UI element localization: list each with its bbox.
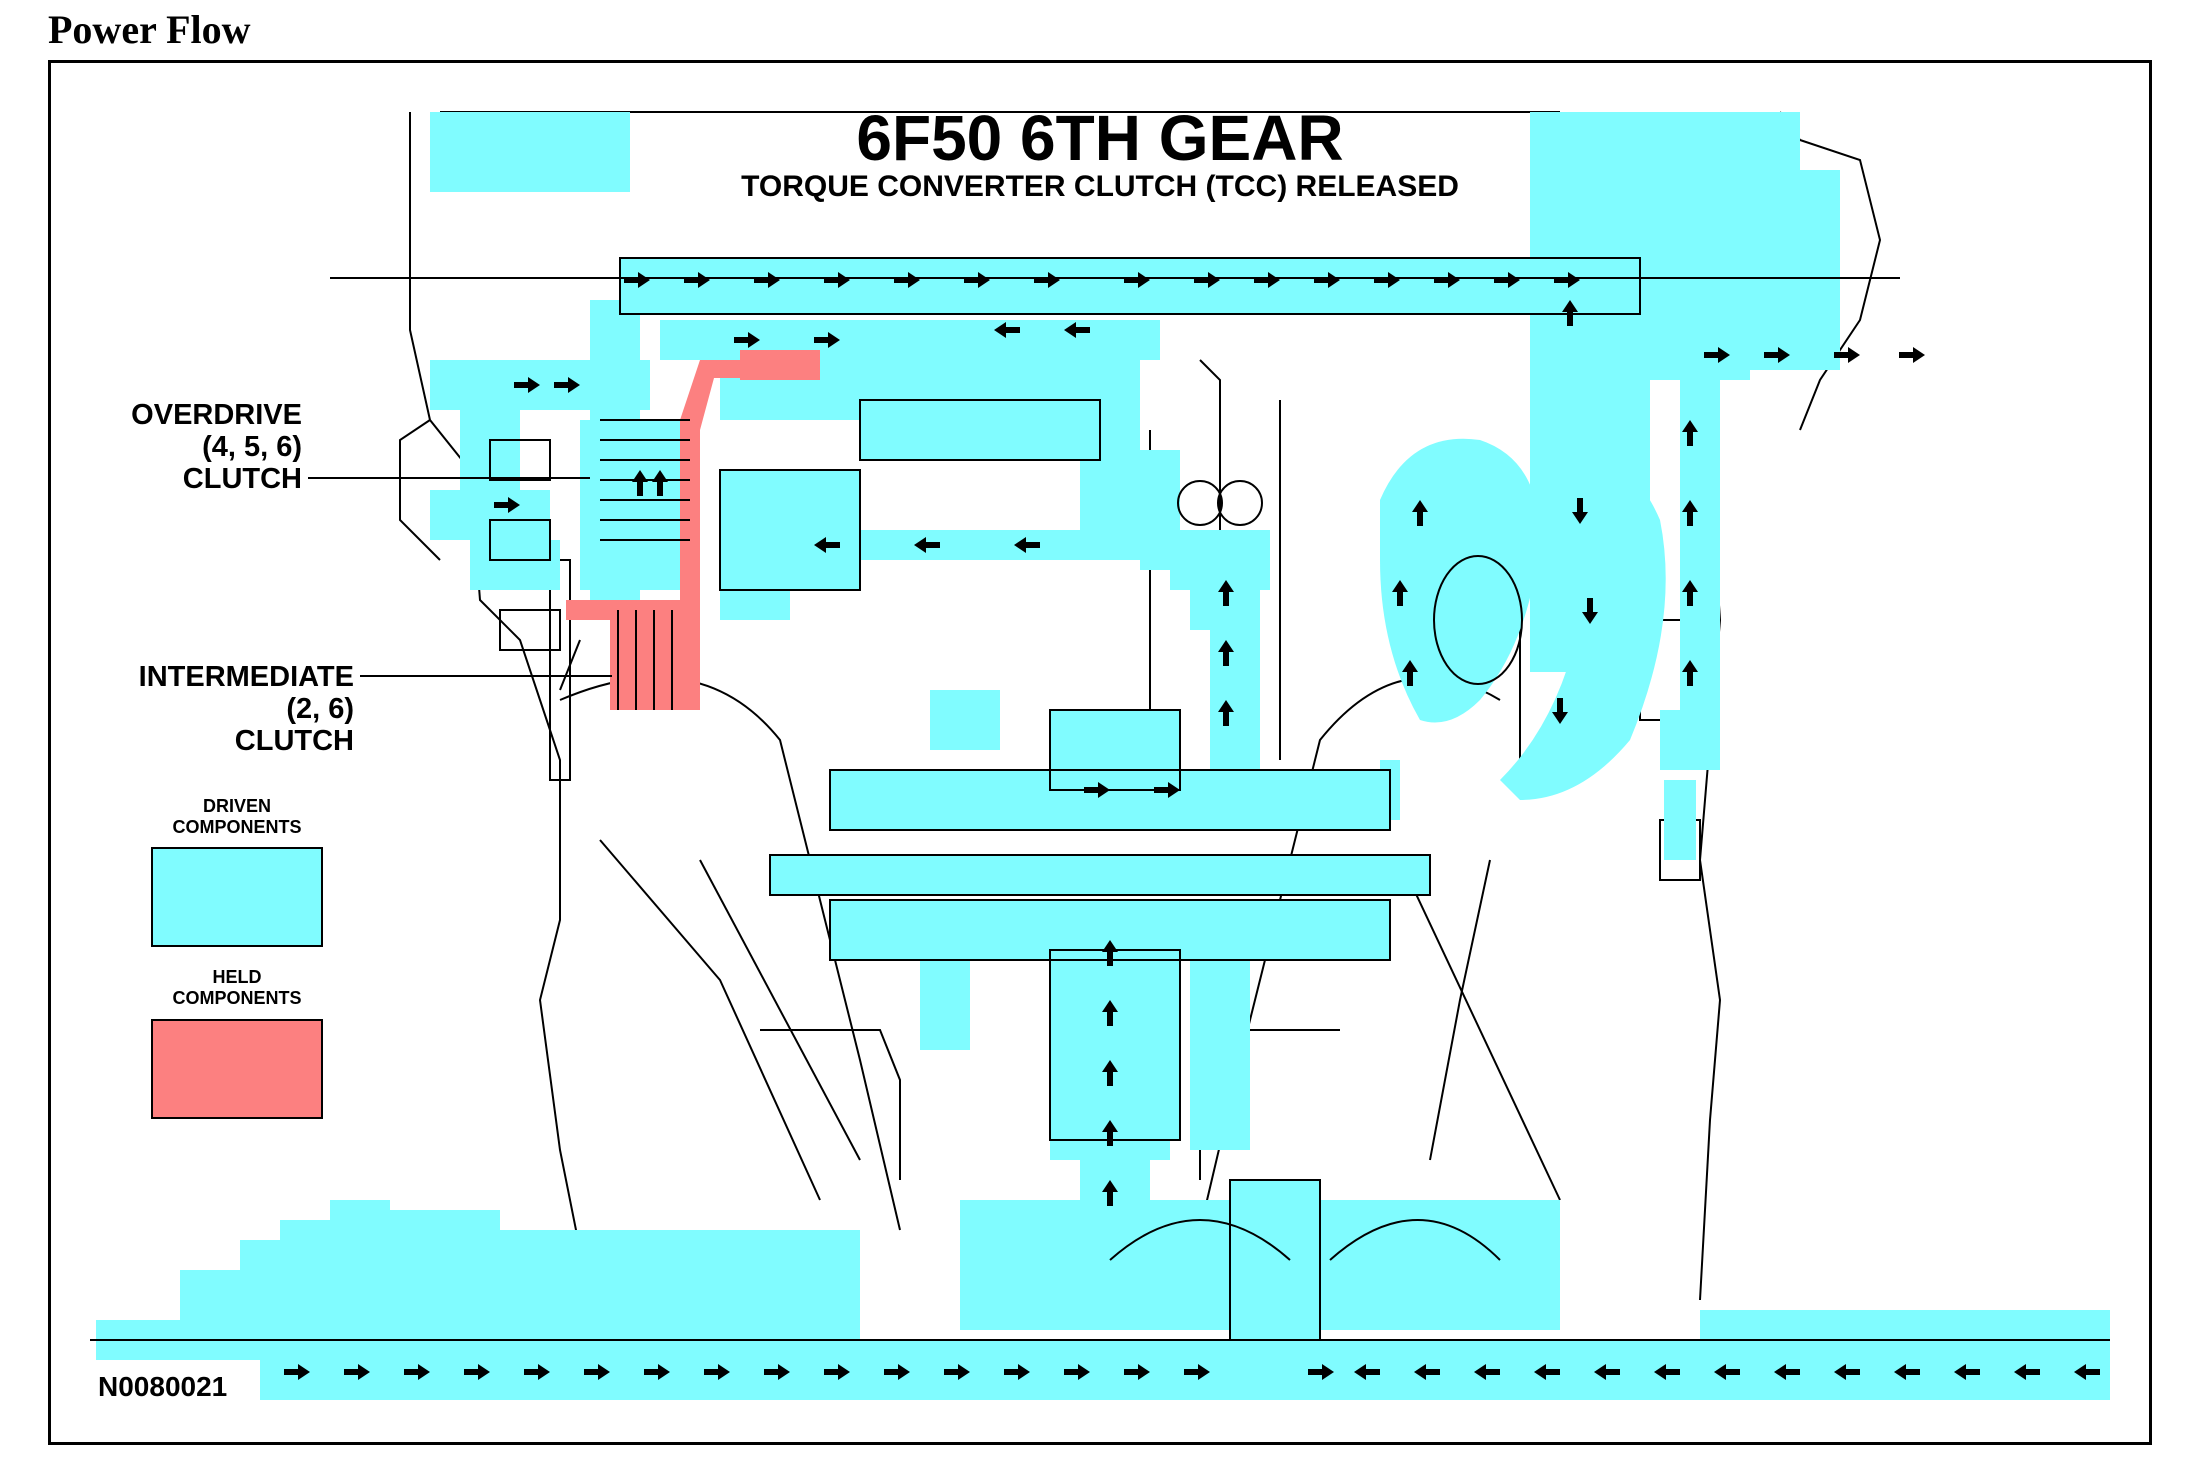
intermediate-shaft [770, 855, 1430, 895]
diagram-subtitle: TORQUE CONVERTER CLUTCH (TCC) RELEASED [741, 170, 1459, 203]
overdrive-clutch-callout: OVERDRIVE (4, 5, 6) CLUTCH [131, 399, 590, 495]
legend-held-swatch [151, 1019, 323, 1119]
overdrive-callout-line-3: CLUTCH [183, 463, 302, 495]
intermediate-callout-line-1: INTERMEDIATE [139, 661, 354, 693]
intermediate-callout-line-2: (2, 6) [286, 693, 354, 725]
driven-components [96, 112, 2110, 1400]
diagram-frame [48, 60, 2152, 1445]
intermediate-clutch-callout: INTERMEDIATE (2, 6) CLUTCH [139, 661, 612, 757]
diagram-title: 6F50 6TH GEAR [856, 102, 1343, 174]
component-detail-lines [90, 257, 2110, 1341]
intermediate-callout-line-3: CLUTCH [235, 725, 354, 757]
legend-driven-label-line-2: COMPONENTS [172, 817, 301, 837]
legend-driven-label-line-1: DRIVEN [203, 796, 271, 816]
legend: DRIVEN COMPONENTS HELD COMPONENTS [151, 796, 323, 1119]
overdrive-callout-line-1: OVERDRIVE [131, 399, 302, 431]
legend-held-label-line-2: COMPONENTS [172, 988, 301, 1008]
input-shaft [620, 258, 1640, 314]
figure-id: N0080021 [98, 1371, 227, 1402]
overdrive-callout-line-2: (4, 5, 6) [202, 431, 302, 463]
transfer-gear-hub [930, 690, 1000, 750]
legend-driven-swatch [151, 847, 323, 947]
page-heading: Power Flow [48, 7, 251, 52]
power-flow-arrows [284, 272, 2100, 1380]
legend-held-label-line-1: HELD [213, 967, 262, 987]
